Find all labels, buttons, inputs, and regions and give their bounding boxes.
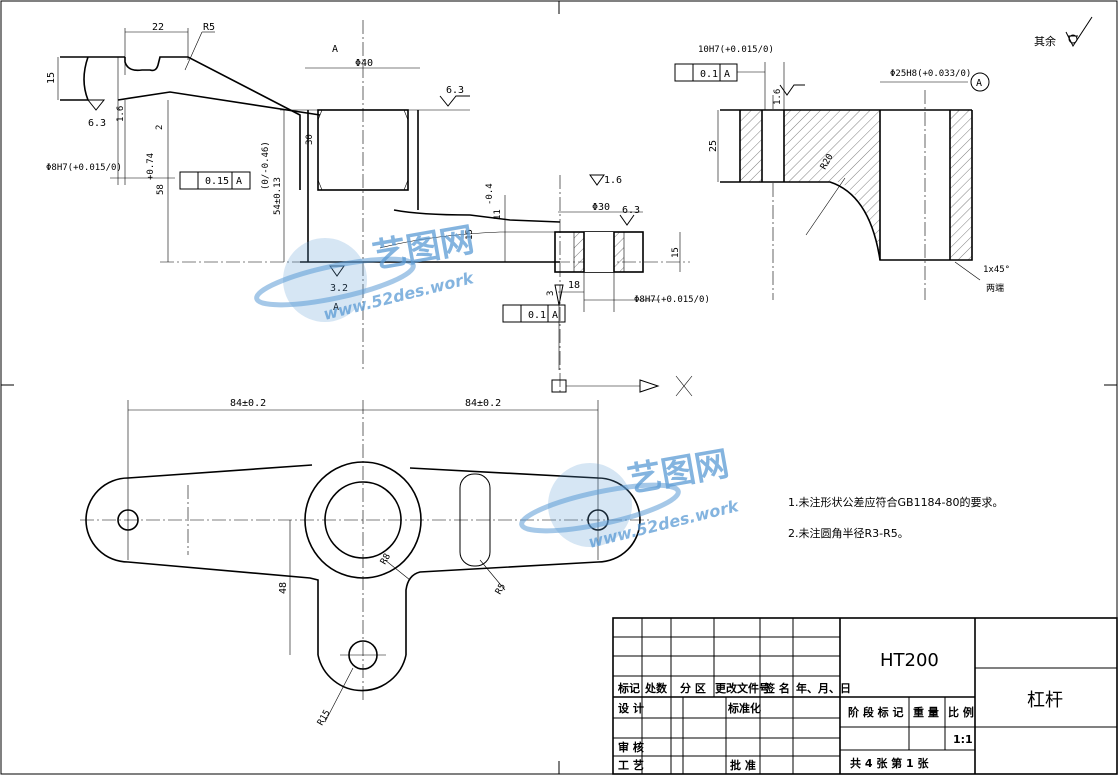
svg-text:标准化: 标准化 xyxy=(727,701,761,715)
svg-text:6.3: 6.3 xyxy=(446,85,464,96)
svg-text:(0/-0.46): (0/-0.46) xyxy=(261,141,271,190)
svg-text:0.1: 0.1 xyxy=(528,310,546,321)
svg-text:Φ8H7(+0.015/0): Φ8H7(+0.015/0) xyxy=(634,295,710,305)
watermark-1: 艺图网 www.52des.work xyxy=(254,220,477,324)
svg-text:48: 48 xyxy=(278,582,289,594)
svg-text:A: A xyxy=(724,69,730,80)
svg-text:R8: R8 xyxy=(379,552,393,566)
svg-text:25: 25 xyxy=(708,140,719,152)
svg-text:0.15: 0.15 xyxy=(205,176,229,187)
svg-text:84±0.2: 84±0.2 xyxy=(465,398,501,409)
svg-text:18: 18 xyxy=(568,280,580,291)
dims-left: 22 R5 15 6.3 1.6 2 Φ8H7(+0.015/0) 58 +0.… xyxy=(46,22,710,321)
svg-text:-0.4: -0.4 xyxy=(485,183,495,205)
svg-text:1:1: 1:1 xyxy=(953,733,973,746)
svg-text:共 4 张 第 1 张: 共 4 张 第 1 张 xyxy=(850,756,929,770)
watermark-2: 艺图网 www.52des.work xyxy=(519,444,742,552)
svg-text:2.未注圆角半径R3-R5。: 2.未注圆角半径R3-R5。 xyxy=(788,526,909,540)
svg-text:Φ25H8(+0.033/0): Φ25H8(+0.033/0) xyxy=(890,69,971,79)
svg-text:1.未注形状公差应符合GB1184-80的要求。: 1.未注形状公差应符合GB1184-80的要求。 xyxy=(788,495,1004,509)
svg-text:54±0.13: 54±0.13 xyxy=(273,177,283,215)
svg-text:工 艺: 工 艺 xyxy=(618,758,644,772)
svg-text:3: 3 xyxy=(546,291,556,296)
title-block-text: 标记 处数 分 区 更改文件号 签 名 年、月、日 设 计 标准化 审 核 工 … xyxy=(617,650,1063,772)
svg-text:1.6: 1.6 xyxy=(116,106,126,122)
dims-right: 10H7(+0.015/0) 0.1 A 1.6 Φ25H8(+0.033/0)… xyxy=(698,45,1010,294)
svg-text:审 核: 审 核 xyxy=(618,740,644,754)
svg-text:A: A xyxy=(976,78,982,89)
svg-text:A: A xyxy=(332,44,338,55)
svg-text:+0.74: +0.74 xyxy=(146,153,156,180)
svg-text:11: 11 xyxy=(493,209,503,220)
svg-text:84±0.2: 84±0.2 xyxy=(230,398,266,409)
svg-text:2: 2 xyxy=(155,125,165,130)
svg-text:30: 30 xyxy=(305,134,315,145)
svg-text:Φ8H7(+0.015/0): Φ8H7(+0.015/0) xyxy=(46,163,122,173)
technical-notes: 1.未注形状公差应符合GB1184-80的要求。 2.未注圆角半径R3-R5。 xyxy=(788,495,1004,540)
svg-text:设 计: 设 计 xyxy=(618,701,644,715)
svg-text:R5: R5 xyxy=(203,22,215,33)
svg-text:艺图网: 艺图网 xyxy=(370,220,477,277)
svg-text:15: 15 xyxy=(46,72,57,84)
svg-text:Φ30: Φ30 xyxy=(592,202,610,213)
svg-text:批 准: 批 准 xyxy=(730,758,756,772)
dims-plan: 84±0.2 84±0.2 48 R8 R5 R15 xyxy=(230,398,508,728)
svg-text:15: 15 xyxy=(671,247,681,258)
svg-text:10H7(+0.015/0): 10H7(+0.015/0) xyxy=(698,45,774,55)
svg-text:A: A xyxy=(236,176,242,187)
svg-text:3.2: 3.2 xyxy=(330,283,348,294)
svg-text:阶 段 标 记: 阶 段 标 记 xyxy=(848,705,904,719)
svg-text:标记: 标记 xyxy=(617,681,640,695)
title-block xyxy=(612,617,1118,775)
section-view-right xyxy=(674,62,990,300)
svg-text:R5: R5 xyxy=(494,582,508,596)
svg-text:Φ40: Φ40 xyxy=(355,58,373,69)
svg-text:其余: 其余 xyxy=(1034,34,1056,48)
plan-view xyxy=(80,400,650,723)
svg-text:1.6: 1.6 xyxy=(604,175,622,186)
svg-text:重 量: 重 量 xyxy=(913,705,939,719)
roughness-rest: 其余 xyxy=(1034,16,1093,48)
svg-text:58: 58 xyxy=(156,184,166,195)
part-name: 杠杆 xyxy=(1027,690,1063,711)
svg-text:比 例: 比 例 xyxy=(948,705,974,719)
svg-text:签 名: 签 名 xyxy=(763,681,790,695)
svg-text:更改文件号: 更改文件号 xyxy=(715,681,770,695)
svg-text:1x45°: 1x45° xyxy=(983,265,1010,275)
svg-text:R15: R15 xyxy=(316,708,333,727)
svg-text:艺图网: 艺图网 xyxy=(625,444,732,501)
svg-text:分 区: 分 区 xyxy=(680,681,706,695)
svg-text:年、月、日: 年、月、日 xyxy=(796,681,851,695)
svg-text:6.3: 6.3 xyxy=(622,205,640,216)
datum-a-marker xyxy=(970,72,990,92)
svg-text:15: 15 xyxy=(465,229,475,240)
svg-text:A: A xyxy=(333,302,339,313)
svg-text:两端: 两端 xyxy=(986,282,1004,294)
svg-text:6.3: 6.3 xyxy=(88,118,106,129)
svg-text:HT200: HT200 xyxy=(880,650,939,671)
svg-text:处数: 处数 xyxy=(644,681,668,695)
svg-text:A: A xyxy=(552,310,558,321)
svg-text:1.6: 1.6 xyxy=(773,89,783,105)
svg-text:0.1: 0.1 xyxy=(700,69,718,80)
svg-text:22: 22 xyxy=(152,22,164,33)
